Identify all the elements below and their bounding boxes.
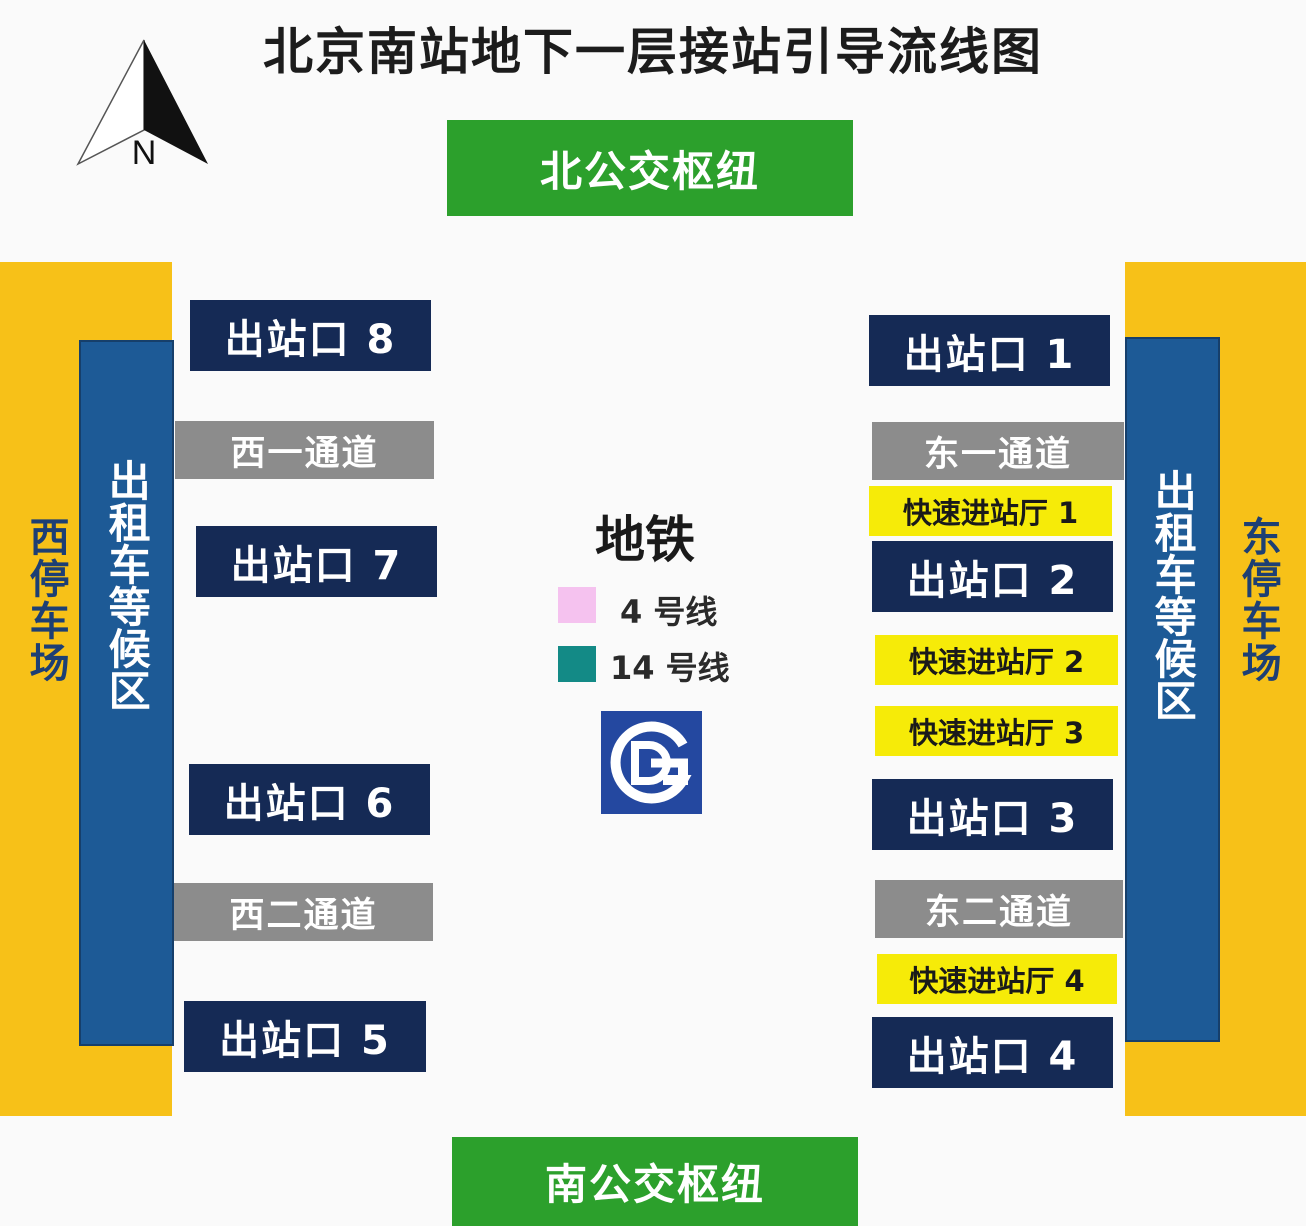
fast-entry-hall-2-label: 快速进站厅 2 <box>908 645 1085 679</box>
east-taxi-text: 出租车等候区 <box>1148 469 1198 721</box>
west-taxi-text: 出租车等候区 <box>102 459 152 711</box>
line-4-label: 4 号线 <box>620 593 718 631</box>
east-taxi-label: 出租车等候区 <box>1125 430 1220 760</box>
exit-3: 出站口 3 <box>872 779 1113 850</box>
east-channel-1-label: 东一通道 <box>923 434 1072 475</box>
exit-8-label: 出站口 8 <box>224 316 397 363</box>
west-channel-1-label: 西一通道 <box>230 433 379 474</box>
east-parking-text: 东停车场 <box>1234 516 1281 684</box>
line-4-swatch <box>558 587 596 623</box>
east-channel-2: 东二通道 <box>875 880 1123 938</box>
west-parking-label: 西停车场 <box>10 470 80 730</box>
fast-entry-hall-4: 快速进站厅 4 <box>877 954 1117 1004</box>
fast-entry-hall-3-label: 快速进站厅 3 <box>908 716 1085 750</box>
east-channel-2-label: 东二通道 <box>924 892 1073 933</box>
south-bus-hub-label: 南公交枢纽 <box>544 1160 765 1209</box>
east-parking-label: 东停车场 <box>1222 470 1292 730</box>
east-taxi-waiting-area <box>1125 337 1220 1042</box>
exit-2: 出站口 2 <box>872 541 1113 612</box>
exit-2-label: 出站口 2 <box>906 557 1079 604</box>
east-channel-1: 东一通道 <box>872 422 1124 480</box>
west-parking-text: 西停车场 <box>22 516 69 684</box>
north-bus-hub: 北公交枢纽 <box>447 120 853 216</box>
exit-5: 出站口 5 <box>184 1001 426 1072</box>
west-taxi-waiting-area <box>79 340 174 1046</box>
exit-1: 出站口 1 <box>869 315 1110 386</box>
exit-3-label: 出站口 3 <box>906 795 1079 842</box>
metro-title: 地铁 <box>595 511 695 569</box>
exit-6: 出站口 6 <box>189 764 430 835</box>
exit-6-label: 出站口 6 <box>223 780 396 827</box>
west-channel-1: 西一通道 <box>175 421 434 479</box>
exit-4-label: 出站口 4 <box>906 1033 1079 1080</box>
exit-7: 出站口 7 <box>196 526 437 597</box>
fast-entry-hall-2: 快速进站厅 2 <box>875 635 1118 685</box>
west-channel-2: 西二通道 <box>174 883 433 941</box>
line-14-swatch <box>558 646 596 682</box>
south-bus-hub: 南公交枢纽 <box>452 1137 858 1226</box>
compass-label: N <box>132 134 157 172</box>
fast-entry-hall-1-label: 快速进站厅 1 <box>902 496 1079 530</box>
line-14-label: 14 号线 <box>610 649 730 687</box>
fast-entry-hall-3: 快速进站厅 3 <box>875 706 1118 756</box>
west-taxi-label: 出租车等候区 <box>79 420 174 750</box>
fast-entry-hall-4-label: 快速进站厅 4 <box>909 964 1085 998</box>
north-bus-hub-label: 北公交枢纽 <box>539 146 760 196</box>
exit-4: 出站口 4 <box>872 1017 1113 1088</box>
exit-5-label: 出站口 5 <box>219 1017 391 1064</box>
beijing-subway-logo-icon <box>601 711 702 814</box>
fast-entry-hall-1: 快速进站厅 1 <box>869 486 1112 536</box>
exit-8: 出站口 8 <box>190 300 431 371</box>
west-channel-2-label: 西二通道 <box>229 895 378 936</box>
compass-north-arrow-icon: N <box>70 36 220 176</box>
page-title: 北京南站地下一层接站引导流线图 <box>263 23 1043 81</box>
exit-1-label: 出站口 1 <box>903 331 1076 378</box>
exit-7-label: 出站口 7 <box>230 542 403 589</box>
